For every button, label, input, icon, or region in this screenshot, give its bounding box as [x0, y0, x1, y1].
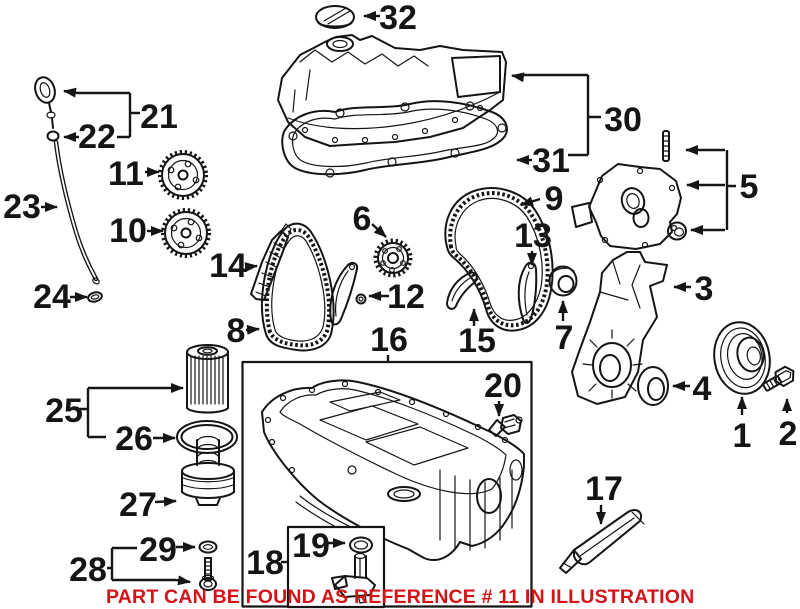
callout-30: 30 — [604, 101, 642, 139]
part-pan-plug — [488, 414, 523, 437]
part-crank-seal — [637, 366, 669, 406]
leader-30 — [511, 72, 525, 83]
callout-12: 12 — [387, 278, 425, 316]
part-timing-chain-right — [444, 187, 554, 332]
callout-8: 8 — [227, 312, 246, 350]
part-lower-timing-cover — [571, 251, 668, 405]
callout-6: 6 — [353, 200, 372, 238]
callout-26: 26 — [115, 420, 153, 458]
callout-24: 24 — [33, 278, 71, 316]
callout-7: 7 — [555, 319, 574, 357]
callout-32: 32 — [379, 0, 417, 37]
part-valve-cover — [277, 34, 507, 147]
part-upper-timing-cover — [571, 130, 687, 250]
callout-21: 21 — [140, 98, 178, 136]
callout-leaders — [41, 11, 792, 586]
callout-28: 28 — [69, 551, 107, 589]
callout-20: 20 — [484, 367, 522, 405]
callout-29: 29 — [139, 531, 177, 569]
callout-labels: 1 2 3 4 5 6 7 8 9 10 11 12 13 14 15 16 1… — [3, 0, 797, 589]
callout-25: 25 — [45, 392, 83, 430]
callout-4: 4 — [693, 370, 712, 408]
callout-27: 27 — [119, 486, 157, 524]
callout-22: 22 — [78, 118, 116, 156]
bracket-28 — [107, 546, 176, 582]
callout-9: 9 — [545, 180, 564, 218]
bracket-21 — [78, 91, 140, 139]
callout-11: 11 — [108, 155, 144, 193]
part-pivot-guide — [446, 271, 478, 310]
oil-pan-box — [241, 360, 533, 608]
leader-21 — [63, 87, 79, 98]
part-cam-seal — [548, 265, 578, 297]
part-sealant-tube — [559, 509, 645, 574]
bracket-5 — [725, 150, 736, 230]
part-cam-sprocket-intake — [158, 150, 208, 200]
callout-3: 3 — [695, 270, 714, 308]
reference-banner: PART CAN BE FOUND AS REFERENCE # 11 IN I… — [106, 586, 694, 608]
callout-16: 16 — [370, 321, 408, 359]
part-oil-level-sensor — [331, 536, 376, 604]
callout-15: 15 — [458, 322, 496, 360]
part-tensioner-blade — [329, 261, 367, 326]
callout-17: 17 — [585, 470, 623, 508]
callout-13: 13 — [514, 217, 552, 255]
part-oil-filler-cap — [315, 5, 355, 29]
callout-10: 10 — [109, 212, 147, 250]
part-drain-bolt — [199, 557, 217, 591]
leader-27 — [154, 496, 177, 507]
callout-18: 18 — [246, 544, 284, 582]
part-pulley-bolt — [762, 365, 795, 392]
callout-31: 31 — [532, 142, 570, 180]
part-cam-sprocket-exhaust — [161, 208, 211, 258]
part-valve-cover-gasket — [281, 100, 508, 178]
part-cap-o-ring — [198, 540, 218, 554]
callout-23: 23 — [3, 188, 41, 226]
part-filter-housing-cap — [181, 435, 235, 506]
part-timing-chain-left — [261, 222, 335, 352]
part-oil-filter-element — [186, 344, 229, 414]
leader-14 — [244, 262, 258, 273]
callout-5: 5 — [740, 168, 759, 206]
callout-1: 1 — [733, 417, 752, 455]
leader-6 — [371, 223, 387, 238]
part-crank-sprocket — [373, 238, 413, 278]
callout-19: 19 — [292, 527, 330, 565]
bracket-30 — [520, 73, 601, 157]
part-oil-pan — [261, 379, 525, 561]
leader-28 — [175, 575, 191, 586]
bracket-25 — [80, 386, 170, 439]
callout-14: 14 — [209, 247, 247, 285]
part-dipstick — [34, 76, 103, 303]
leader-9 — [520, 196, 541, 207]
callout-2: 2 — [779, 415, 798, 453]
part-crank-pulley — [713, 321, 771, 395]
leader-8 — [245, 324, 260, 335]
